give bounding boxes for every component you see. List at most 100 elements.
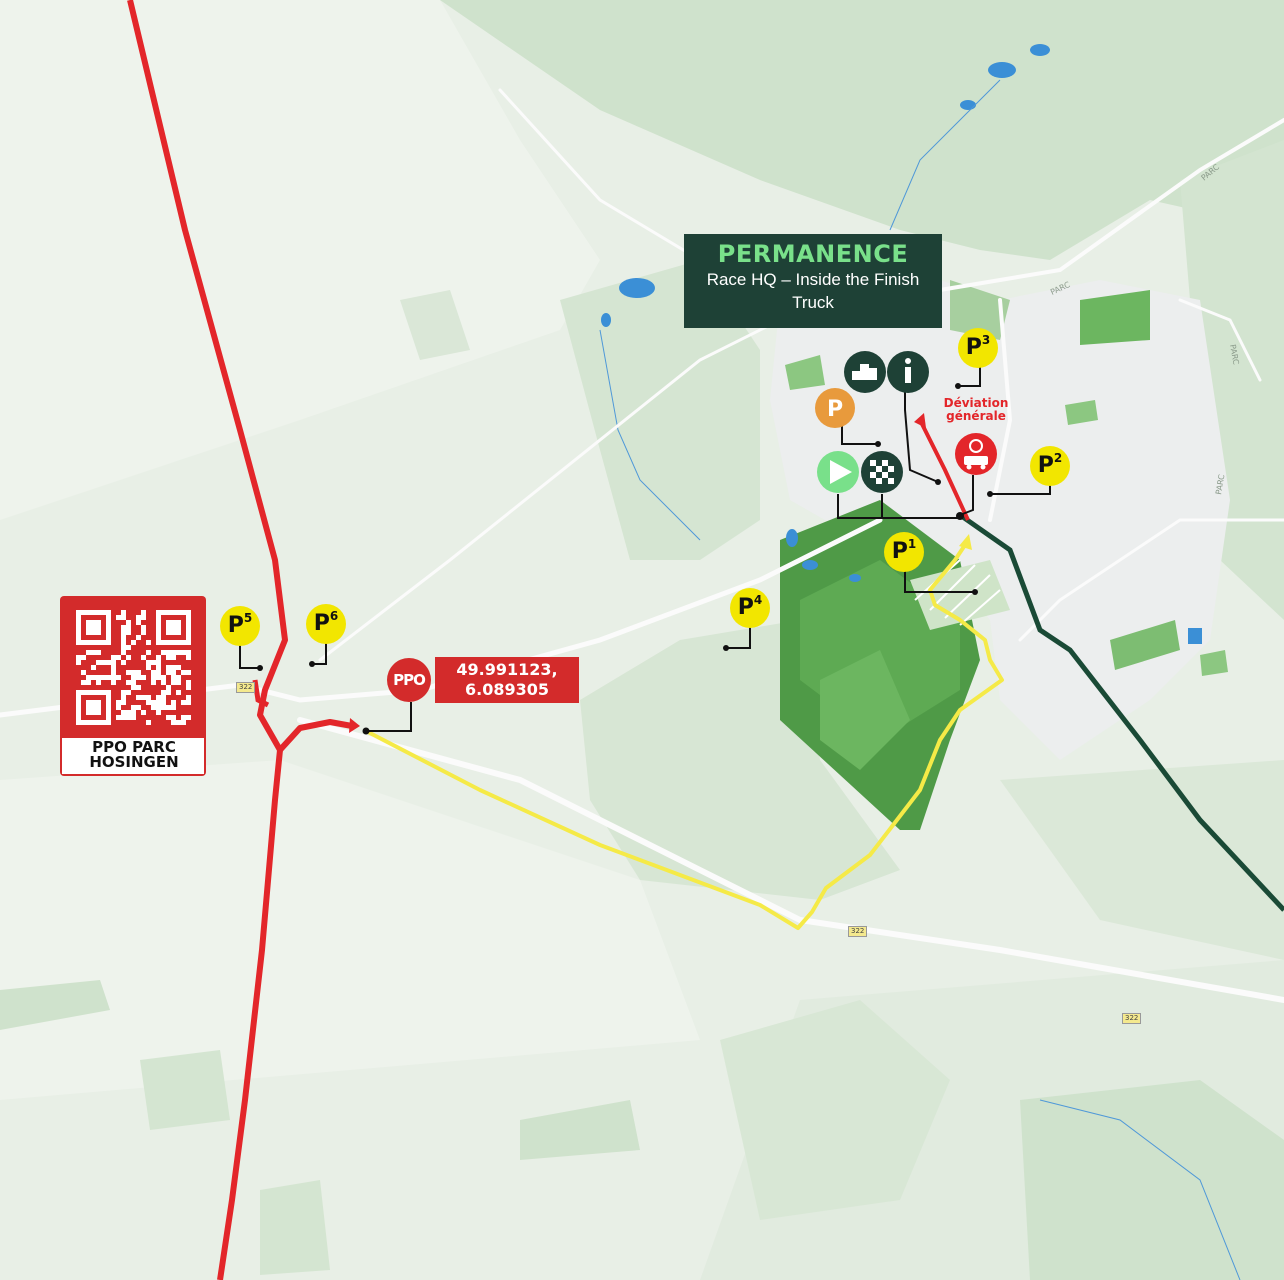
football-pitch (1080, 290, 1150, 345)
parking-number: 2 (1053, 451, 1063, 465)
parking-orange-letter: P (827, 397, 843, 422)
qr-module (126, 690, 131, 695)
parking-marker-p1[interactable]: P1 (884, 532, 924, 572)
parking-number: 1 (907, 537, 917, 551)
start-play-icon[interactable] (817, 451, 859, 493)
qr-module (121, 700, 126, 705)
qr-module (116, 705, 121, 710)
road-number: 322 (848, 926, 868, 937)
forest-area (720, 1000, 950, 1220)
route-green (958, 512, 1284, 912)
forest-area (0, 980, 110, 1030)
ppo-marker[interactable]: PPO (387, 658, 431, 702)
qr-module (171, 665, 176, 670)
info-icon[interactable] (887, 351, 929, 393)
qr-module (116, 615, 121, 620)
qr-module (151, 670, 156, 675)
qr-module (101, 660, 106, 665)
permanence-box[interactable]: PERMANENCE Race HQ – Inside the Finish T… (684, 234, 942, 328)
qr-module (186, 670, 191, 675)
parking-orange-icon[interactable]: P (815, 388, 855, 428)
qr-module (126, 620, 131, 625)
football-pitch (820, 650, 910, 770)
ppo-coordinates: 49.991123, 6.089305 (435, 657, 579, 703)
deviation-line2: générale (946, 409, 1006, 423)
qr-module (81, 670, 86, 675)
route-yellow (365, 543, 1004, 930)
qr-module (181, 715, 186, 720)
qr-module (111, 675, 116, 680)
parking-letter: P (891, 539, 908, 564)
parking-marker-p4[interactable]: P4 (730, 588, 770, 628)
streams (599, 79, 1241, 1280)
qr-module (121, 715, 126, 720)
parking-marker-p6[interactable]: P6 (306, 604, 346, 644)
qr-module (116, 700, 121, 705)
podium-icon[interactable] (844, 351, 886, 393)
forest-area (1020, 1080, 1284, 1280)
qr-module (176, 680, 181, 685)
qr-module (181, 650, 186, 655)
qr-module (186, 700, 191, 705)
qr-module (126, 625, 131, 630)
coordinates-line2: 6.089305 (464, 680, 549, 699)
parking-marker-p5[interactable]: P5 (220, 606, 260, 646)
qr-module (136, 685, 141, 690)
parking-lot (910, 560, 1010, 630)
qr-module (171, 680, 176, 685)
qr-module (141, 655, 146, 660)
forest-area (520, 1100, 640, 1160)
qr-module (161, 675, 166, 680)
forest-area (260, 1180, 330, 1275)
road-number: 322 (236, 682, 256, 693)
checkered-flag-icon[interactable] (861, 451, 903, 493)
qr-module (166, 685, 171, 690)
qr-module (121, 645, 126, 650)
qr-module (186, 685, 191, 690)
qr-module (181, 720, 186, 725)
qr-module (121, 635, 126, 640)
green-area (785, 355, 825, 390)
qr-module (146, 700, 151, 705)
qr-module (121, 630, 126, 635)
qr-module (171, 670, 176, 675)
parking-marker-p2[interactable]: P2 (1030, 446, 1070, 486)
qr-module (131, 675, 136, 680)
qr-module (121, 660, 126, 665)
forest-area (560, 260, 760, 560)
parking-marker-p3[interactable]: P3 (958, 328, 998, 368)
qr-module (131, 685, 136, 690)
qr-module (141, 710, 146, 715)
qr-module (156, 705, 161, 710)
parking-letter: P (737, 595, 754, 620)
qr-module (161, 700, 166, 705)
qr-module (76, 660, 81, 665)
qr-module (111, 670, 116, 675)
qr-module (166, 650, 171, 655)
car-bike-icon[interactable] (955, 433, 997, 475)
qr-module (116, 655, 121, 660)
qr-module (161, 705, 166, 710)
parking-lot-lines (914, 559, 1001, 626)
qr-module (121, 710, 126, 715)
route-red (127, 0, 288, 1280)
qr-module (146, 640, 151, 645)
route-red-branch (277, 719, 353, 753)
qr-module (131, 715, 136, 720)
qr-module (121, 695, 126, 700)
qr-code[interactable] (60, 596, 206, 776)
qr-module (156, 670, 161, 675)
connector-dots (257, 383, 993, 735)
qr-module (166, 670, 171, 675)
qr-module (96, 650, 101, 655)
qr-module (106, 675, 111, 680)
qr-module (146, 695, 151, 700)
qr-module (126, 630, 131, 635)
qr-module (171, 650, 176, 655)
parking-letter: P (227, 613, 244, 638)
qr-module (111, 680, 116, 685)
green-area (1110, 620, 1180, 670)
qr-module (166, 715, 171, 720)
qr-module (86, 675, 91, 680)
